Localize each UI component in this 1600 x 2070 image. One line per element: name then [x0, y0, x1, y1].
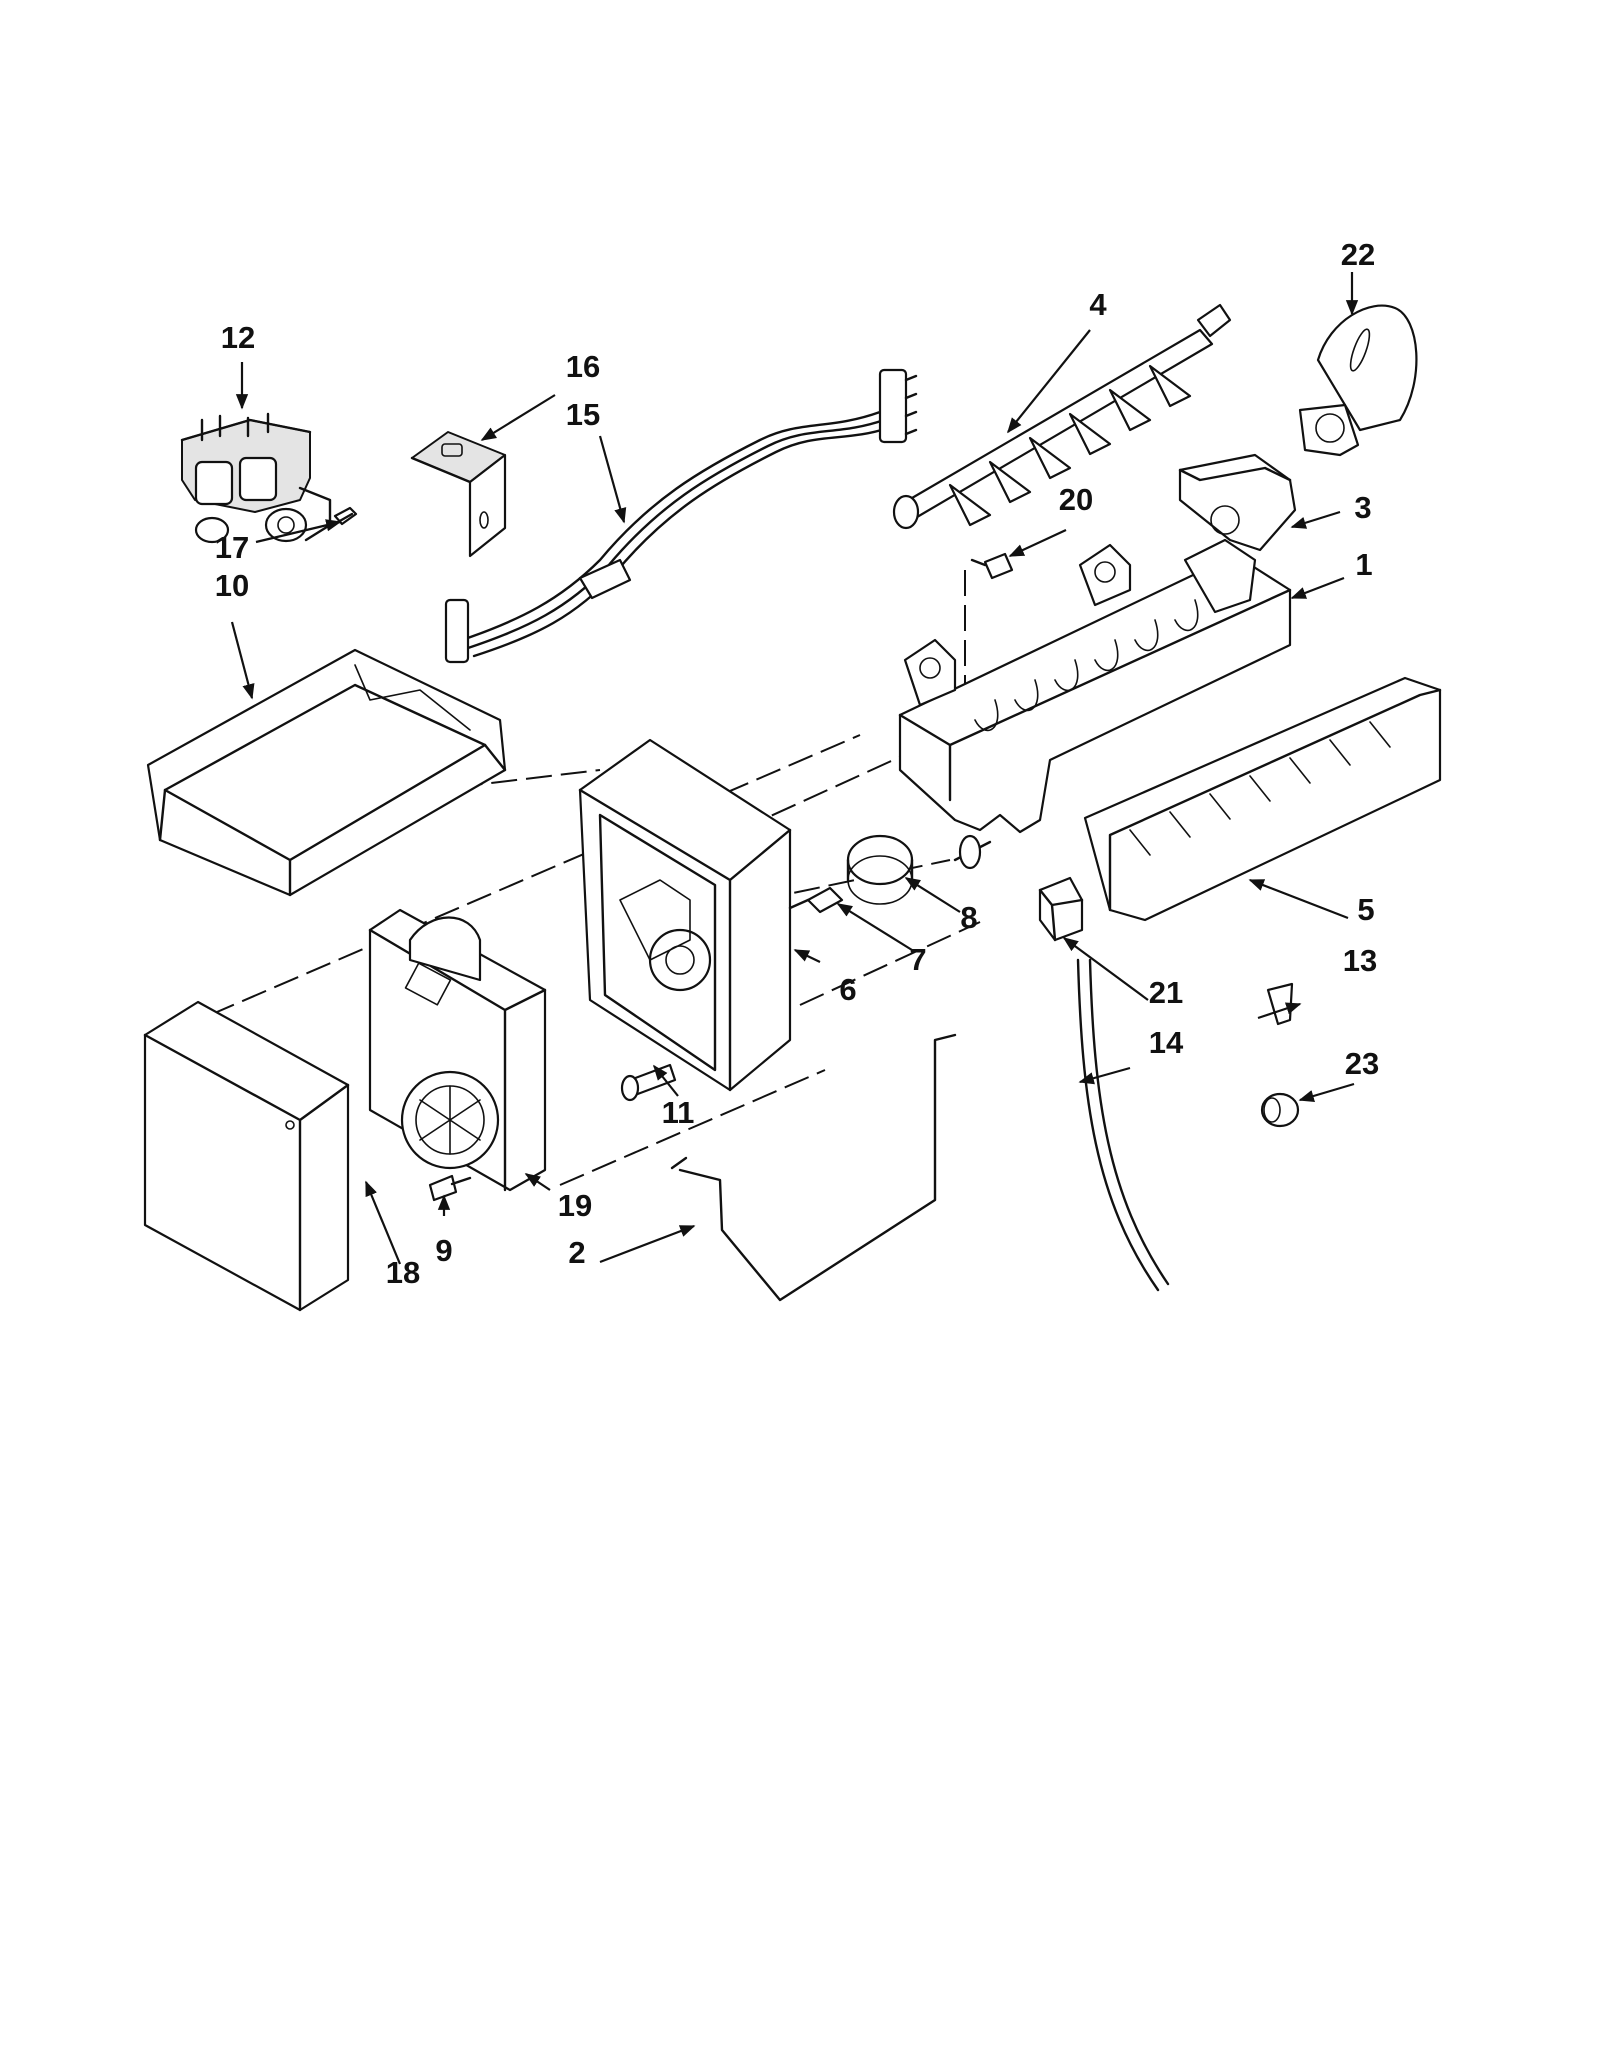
callout-15: 15: [566, 397, 600, 432]
callout-7: 7: [909, 942, 926, 977]
callout-13: 13: [1343, 943, 1377, 978]
grommet-part-23: [1260, 1092, 1300, 1128]
callout-20: 20: [1059, 482, 1093, 517]
bracket-part-16: [410, 431, 507, 558]
ice-bin-part-10: [146, 648, 507, 897]
callout-21: 21: [1149, 975, 1183, 1010]
callout-3: 3: [1354, 490, 1371, 525]
callout-11: 11: [662, 1095, 695, 1130]
thermostat-part-7: [788, 886, 844, 914]
clip-part-21: [1038, 876, 1084, 942]
ice-mold-part-1: [898, 538, 1292, 834]
callout-14: 14: [1149, 1025, 1184, 1060]
callout-10: 10: [215, 568, 249, 603]
callout-2: 2: [568, 1235, 585, 1270]
callout-1: 1: [1355, 547, 1372, 582]
callout-16: 16: [566, 349, 600, 384]
ejector-shaft-part-4: [892, 303, 1232, 530]
shield-part-22: [1298, 304, 1418, 457]
screw-part-20: [970, 552, 1014, 580]
callout-22: 22: [1341, 237, 1375, 272]
leader-lines: [230, 272, 1359, 1265]
callout-9: 9: [435, 1233, 452, 1268]
callout-6: 6: [839, 972, 856, 1007]
cover-box-part-18: [143, 1000, 350, 1312]
callout-8: 8: [960, 900, 977, 935]
callout-4: 4: [1089, 287, 1107, 322]
control-module-part-19: [368, 908, 547, 1192]
motor-part-8: [846, 834, 992, 905]
screw-part-9: [428, 1174, 472, 1202]
cover-part-5: [1083, 676, 1442, 922]
callout-23: 23: [1345, 1046, 1379, 1081]
water-valve-part-12: [180, 412, 358, 544]
callout-19: 19: [558, 1188, 592, 1223]
callout-18: 18: [386, 1255, 420, 1290]
bail-arm-part-2: [670, 1033, 957, 1302]
bracket-part-3: [1178, 453, 1297, 552]
callout-labels: 12 17 10 16 15 4 22 20 3 1 5 8 7 6 21 13…: [215, 237, 1379, 1290]
fill-tube-part-14: [1076, 958, 1170, 1292]
plug-part-13: [1266, 982, 1294, 1026]
callout-5: 5: [1357, 892, 1374, 927]
wire-harness-part-15: [444, 368, 918, 664]
housing-part-6: [578, 738, 792, 1092]
callout-17: 17: [215, 530, 249, 565]
callout-12: 12: [221, 320, 255, 355]
